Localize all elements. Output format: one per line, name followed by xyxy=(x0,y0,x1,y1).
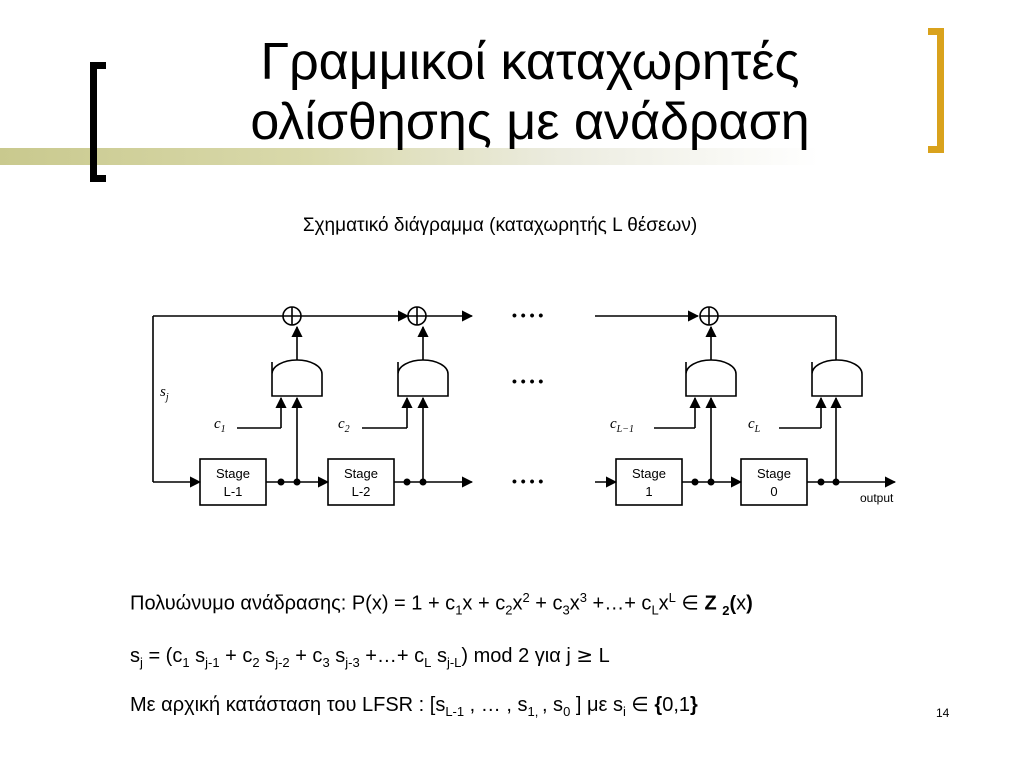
title-line-1: Γραμμικοί καταχωρητές xyxy=(260,33,800,91)
stage-index-4: 0 xyxy=(770,484,777,499)
stage-index-1: L-1 xyxy=(224,484,243,499)
ellipsis-middle: • • • • xyxy=(512,373,543,389)
coef-label-3: cL−1 xyxy=(610,416,634,435)
title-underline-bar xyxy=(0,148,1024,165)
and-gate-1 xyxy=(271,359,323,397)
coef-label-2: c2 xyxy=(338,416,350,435)
lfsr-diagram: Stage L-1 Stage L-2 Stage 1 Stage 0 c1 c… xyxy=(152,306,897,506)
coef-label-1: c1 xyxy=(214,416,226,435)
and-gate-4 xyxy=(811,359,863,397)
stage-label-2: Stage xyxy=(344,466,378,481)
and-gate-2 xyxy=(397,359,449,397)
feedback-polynomial: Πολυώνυμο ανάδρασης: P(x) = 1 + c1x + c2… xyxy=(130,590,753,618)
page-number: 14 xyxy=(936,706,950,720)
slide-title: Γραμμικοί καταχωρητές ολίσθησης με ανάδρ… xyxy=(150,32,910,152)
stage-label-3: Stage xyxy=(632,466,666,481)
right-bracket-decoration xyxy=(928,28,944,153)
ellipsis-top: • • • • xyxy=(512,307,543,323)
stage-label-4: Stage xyxy=(757,466,791,481)
ellipsis-bottom: • • • • xyxy=(512,473,543,489)
title-line-2: ολίσθησης με ανάδραση xyxy=(250,93,810,151)
stage-label-1: Stage xyxy=(216,466,250,481)
initial-state: Με αρχική κατάσταση του LFSR : [sL-1 , …… xyxy=(130,692,698,719)
stage-index-3: 1 xyxy=(645,484,652,499)
feedback-label: sj xyxy=(160,384,169,403)
diagram-caption: Σχηματικό διάγραμμα (καταχωρητής L θέσεω… xyxy=(302,215,698,236)
and-gate-3 xyxy=(685,359,737,397)
output-label: output xyxy=(860,491,894,505)
stage-index-2: L-2 xyxy=(352,484,371,499)
recurrence-formula: sj = (c1 sj-1 + c2 sj-2 + c3 sj-3 +…+ cL… xyxy=(130,643,610,670)
left-bracket-decoration xyxy=(90,62,106,182)
coef-label-4: cL xyxy=(748,416,761,435)
